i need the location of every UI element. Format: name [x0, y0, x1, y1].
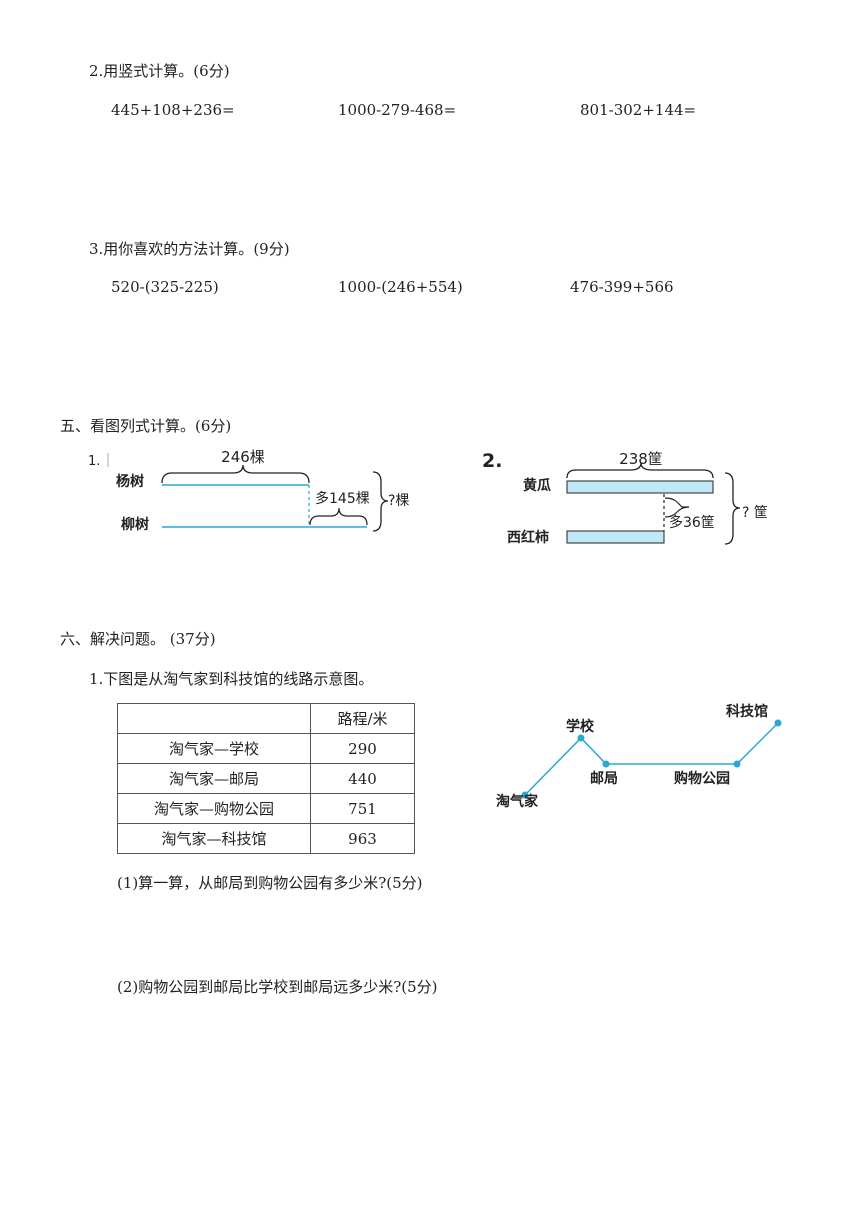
table-cell-distance: 440: [310, 763, 415, 794]
fig1-top-value: 246棵: [221, 448, 265, 466]
fig2-number: 2.: [482, 450, 502, 472]
sub-question-1: (1)算一算，从邮局到购物公园有多少米?(5分): [117, 874, 423, 892]
method-calc-problem-3: 476-399+566: [570, 278, 674, 296]
map-label-post-office: 邮局: [590, 770, 618, 787]
fig2-right-brace: [724, 472, 741, 545]
fig2-diff-brace: [664, 497, 690, 518]
map-label-science-museum: 科技馆: [726, 703, 768, 720]
fig2-row1-label: 黄瓜: [523, 477, 551, 494]
map-label-shopping-park: 购物公园: [674, 770, 730, 787]
method-calc-problem-1: 520-(325-225): [111, 278, 219, 296]
fig2-top-brace: [566, 462, 714, 479]
fig1-row1-label: 杨树: [116, 473, 144, 490]
table-cell-route: 淘气家—学校: [117, 733, 311, 764]
fig1-number: 1.: [88, 454, 100, 469]
table-cell-distance: 290: [310, 733, 415, 764]
table-cell-route: 淘气家—购物公园: [117, 793, 311, 824]
map-label-school: 学校: [566, 718, 595, 735]
vertical-calc-problem-2: 1000-279-468=: [338, 101, 457, 119]
table-row: 淘气家—学校 290: [117, 733, 415, 764]
fig1-row2-label: 柳树: [121, 516, 149, 533]
table-row: 淘气家—邮局 440: [117, 763, 415, 794]
table-cell-distance: 751: [310, 793, 415, 824]
table-cell-route: 淘气家—邮局: [117, 763, 311, 794]
route-line: [524, 722, 779, 796]
fig2-diff-label: 多36筐: [669, 514, 715, 531]
tree-bar-diagram: 1. 246棵 杨树 柳树 多145棵 ?棵: [88, 448, 409, 533]
part-5-title: 五、看图列式计算。(6分): [60, 417, 232, 435]
sub-question-2: (2)购物公园到邮局比学校到邮局远多少米?(5分): [117, 978, 438, 996]
table-cell-route: 淘气家—科技馆: [117, 823, 311, 854]
map-point-school: [577, 734, 585, 742]
fig1-right-brace: [372, 471, 389, 532]
table-header-cell: [117, 703, 311, 734]
map-point-post-office: [602, 760, 610, 768]
fig2-row2-bar: [566, 530, 665, 544]
fig1-diff-label: 多145棵: [315, 490, 370, 507]
fig2-row1-bar: [566, 480, 714, 494]
table-row: 淘气家—购物公园 751: [117, 793, 415, 824]
fig2-question: ? 筐: [742, 504, 768, 521]
map-point-home: [521, 791, 529, 799]
table-cell-distance: 963: [310, 823, 415, 854]
vertical-calc-problem-1: 445+108+236=: [111, 101, 235, 119]
fig1-diff-brace: [309, 507, 368, 526]
distance-table: 路程/米 淘气家—学校 290 淘气家—邮局 440 淘气家—购物公园 751 …: [117, 703, 415, 854]
question-1-intro: 1.下图是从淘气家到科技馆的线路示意图。: [89, 670, 374, 688]
section-2-title: 2.用竖式计算。(6分): [89, 62, 230, 80]
method-calc-problem-2: 1000-(246+554): [338, 278, 463, 296]
route-map: 淘气家 学校 邮局 购物公园 科技馆: [496, 703, 782, 810]
vegetable-bar-diagram: 2. 238筐 黄瓜 西红柿 多36筐 ? 筐: [482, 450, 768, 546]
section-3-title: 3.用你喜欢的方法计算。(9分): [89, 240, 290, 258]
map-point-science-museum: [774, 719, 782, 727]
vertical-calc-problem-3: 801-302+144=: [580, 101, 697, 119]
map-point-shopping-park: [733, 760, 741, 768]
fig1-top-brace: [161, 464, 310, 484]
table-header-row: 路程/米: [117, 703, 415, 734]
fig1-question: ?棵: [388, 493, 409, 509]
table-row: 淘气家—科技馆 963: [117, 823, 415, 854]
table-header-cell: 路程/米: [310, 703, 415, 734]
map-label-home: 淘气家: [496, 793, 539, 810]
fig2-top-value: 238筐: [619, 450, 663, 468]
fig2-row2-label: 西红柿: [507, 529, 549, 546]
part-6-title: 六、解决问题。 (37分): [60, 630, 216, 648]
